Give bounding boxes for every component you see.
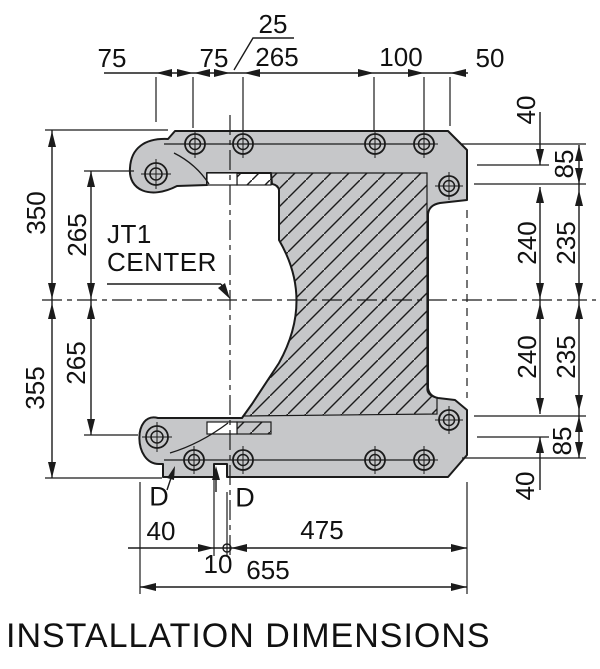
arrowheads (48, 69, 583, 591)
dim-right-85-top: 85 (549, 149, 579, 179)
dim-top-25: 25 (258, 9, 288, 39)
mounting-holes (141, 130, 463, 474)
dim-top-50: 50 (475, 43, 505, 73)
label-d-left: D (149, 481, 169, 512)
dim-top-265: 265 (255, 42, 299, 72)
dim-top-75-b: 75 (199, 43, 229, 73)
dim-left-355: 355 (20, 366, 50, 410)
dim-right-240-top: 240 (512, 221, 542, 265)
dim-right-40-top: 40 (511, 95, 541, 125)
dimension-lines (51, 37, 580, 588)
dim-right-235-bottom: 235 (551, 335, 581, 379)
hole-grid (141, 130, 463, 474)
dim-bottom-655: 655 (246, 555, 290, 585)
dim-left-350: 350 (21, 191, 51, 235)
centerlines (42, 115, 596, 556)
dim-bottom-40: 40 (146, 516, 176, 546)
dim-left-265-top: 265 (62, 213, 92, 257)
extension-lines (45, 77, 586, 594)
dim-right-235-top: 235 (551, 221, 581, 265)
dim-bottom-10: 10 (203, 549, 233, 579)
dim-right-240-bottom: 240 (512, 335, 542, 379)
dim-left-265-bottom: 265 (61, 341, 91, 385)
jt1-center-label-line1: JT1 (107, 219, 152, 249)
jt1-center-label: JT1 CENTER (107, 220, 217, 276)
jt1-center-label-line2: CENTER (107, 247, 217, 277)
dim-right-85-bottom: 85 (547, 426, 577, 456)
dim-right-40-bottom: 40 (510, 471, 540, 501)
drawing-title: INSTALLATION DIMENSIONS (6, 617, 491, 655)
dim-top-100: 100 (379, 42, 423, 72)
hatched-section (206, 172, 438, 435)
dim-top-75-a: 75 (97, 43, 127, 73)
dim-bottom-475: 475 (300, 515, 344, 545)
label-d-right: D (235, 482, 255, 513)
